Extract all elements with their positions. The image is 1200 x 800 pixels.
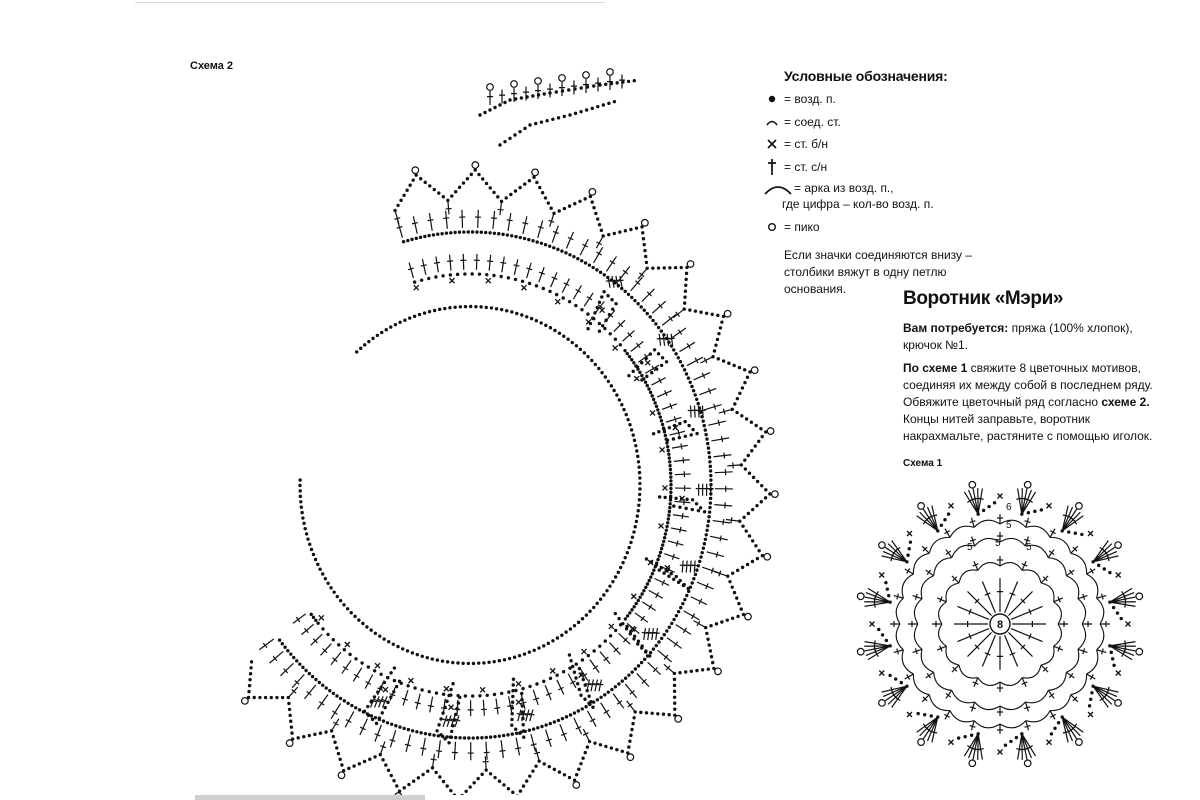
cross-icon bbox=[762, 138, 782, 150]
motif-arch-number: 5 bbox=[967, 542, 973, 553]
motif-arch-number: 5 bbox=[995, 538, 1001, 549]
legend-item-slip: = соед. ст. bbox=[762, 111, 1022, 134]
motif-arch-number: 5 bbox=[1026, 542, 1032, 553]
legend-text: = пико bbox=[784, 220, 820, 235]
schema2-ref: схеме 2. bbox=[1101, 395, 1150, 409]
legend-item-dc: = ст. с/н bbox=[762, 156, 1022, 179]
bottom-smudge bbox=[195, 795, 425, 800]
legend-text: = ст. с/н bbox=[784, 159, 828, 174]
filled-dot-icon bbox=[762, 94, 782, 104]
steps-text: свяжите 8 цветочных мотивов, соединяя их… bbox=[903, 361, 1153, 409]
slip-stitch-arc-icon bbox=[762, 117, 782, 127]
motif-center-number: 8 bbox=[997, 619, 1003, 631]
materials-label: Вам потребуется: bbox=[903, 321, 1009, 335]
finishing-paragraph: Концы нитей заправьте, воротник накрахма… bbox=[903, 412, 1153, 443]
dagger-icon bbox=[762, 158, 782, 176]
motif-arch-number: 5 bbox=[1006, 520, 1012, 531]
open-circle-icon bbox=[762, 222, 782, 232]
schema1-label: Схема 1 bbox=[903, 458, 943, 469]
legend: Условные обозначения: = возд. п. = соед.… bbox=[762, 68, 1022, 298]
steps-paragraph: По схеме 1 свяжите 8 цветочных мотивов, … bbox=[903, 360, 1168, 411]
legend-arch-line2: где цифра – кол-во возд. п. bbox=[782, 197, 934, 211]
chain-arch-icon bbox=[762, 182, 794, 196]
schema2-label: Схема 2 bbox=[190, 60, 234, 72]
legend-title: Условные обозначения: bbox=[784, 68, 948, 84]
legend-item-sc: = ст. б/н bbox=[762, 133, 1022, 156]
legend-item-arch: = арка из возд. п., где цифра – кол-во в… bbox=[762, 180, 1022, 212]
motif-diagram: 8 5 5 5 6 5 bbox=[856, 480, 1144, 768]
materials-text: пряжа (100% хлопок), крючок №1. bbox=[903, 321, 1133, 352]
legend-item-chain: = возд. п. bbox=[762, 88, 1022, 111]
instructions: Воротник «Мэри» Вам потребуется: пряжа (… bbox=[903, 288, 1168, 451]
top-rule bbox=[135, 2, 605, 3]
legend-item-picot: = пико bbox=[762, 216, 1022, 239]
legend-note: Если значки соединяются внизу – столбики… bbox=[784, 247, 973, 296]
legend-arch-line1: = арка из возд. п., bbox=[794, 181, 894, 195]
materials-paragraph: Вам потребуется: пряжа (100% хлопок), кр… bbox=[903, 320, 1168, 354]
collar-diagram bbox=[240, 68, 779, 795]
legend-text: = соед. ст. bbox=[784, 114, 841, 129]
schema1-ref: По схеме 1 bbox=[903, 361, 968, 375]
legend-text: = ст. б/н bbox=[784, 137, 829, 152]
legend-text: = возд. п. bbox=[784, 92, 836, 107]
motif-arch-number: 6 bbox=[1006, 502, 1012, 513]
instructions-title: Воротник «Мэри» bbox=[903, 288, 1064, 309]
